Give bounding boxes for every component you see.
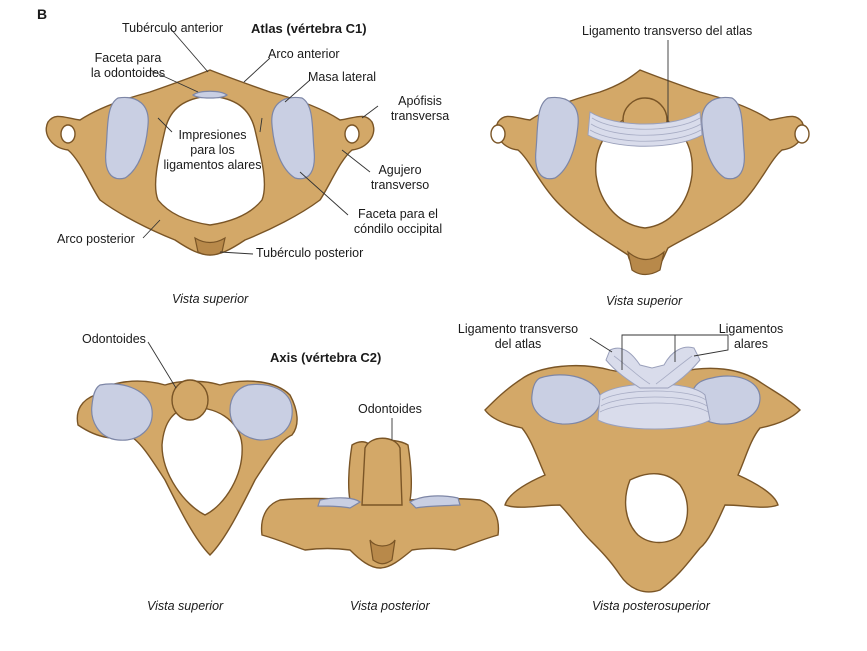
- atlas-leader-lines: [142, 27, 379, 255]
- caption-axis-mid: Vista posterior: [350, 599, 430, 613]
- label-faceta-odontoides: Faceta para la odontoides: [90, 51, 166, 80]
- label-apofisis-transversa: Apófisis transversa: [390, 94, 450, 123]
- caption-atlas-left: Vista superior: [172, 292, 249, 306]
- label-odontoides-left: Odontoides: [82, 332, 146, 346]
- label-tuberculo-posterior: Tubérculo posterior: [256, 246, 364, 260]
- odontoides-leader-left: [147, 341, 177, 389]
- label-ligamento-transverso-atlas: Ligamento transverso del atlas: [582, 24, 753, 38]
- label-arco-posterior: Arco posterior: [57, 232, 135, 246]
- label-ligamento-transverso: Ligamento transverso del atlas: [457, 322, 579, 351]
- label-arco-anterior: Arco anterior: [268, 47, 340, 61]
- label-agujero-transverso: Agujero transverso: [370, 163, 430, 192]
- axis-posterosuperior-view: [484, 346, 801, 593]
- caption-axis-right: Vista posterosuperior: [592, 599, 710, 613]
- label-impresiones: Impresiones para los ligamentos alares: [163, 128, 262, 172]
- atlas-superior-view: [45, 69, 375, 256]
- caption-atlas-right: Vista superior: [606, 294, 683, 308]
- atlas-ligament-view: [490, 69, 810, 276]
- label-masa-lateral: Masa lateral: [308, 70, 377, 84]
- axis-title: Axis (vértebra C2): [270, 350, 382, 365]
- posterosuperior-leader-lines: [589, 334, 729, 370]
- caption-axis-left: Vista superior: [147, 599, 224, 613]
- label-tuberculo-anterior: Tubérculo anterior: [122, 21, 223, 35]
- axis-superior-view: [76, 379, 298, 556]
- label-faceta-condilo: Faceta para el cóndilo occipital: [353, 207, 443, 236]
- label-odontoides-mid: Odontoides: [358, 402, 422, 416]
- axis-posterior-view: [260, 437, 500, 569]
- label-ligamentos-alares: Ligamentos alares: [718, 322, 784, 351]
- atlas-title: Atlas (vértebra C1): [251, 21, 367, 36]
- panel-letter: B: [37, 6, 48, 22]
